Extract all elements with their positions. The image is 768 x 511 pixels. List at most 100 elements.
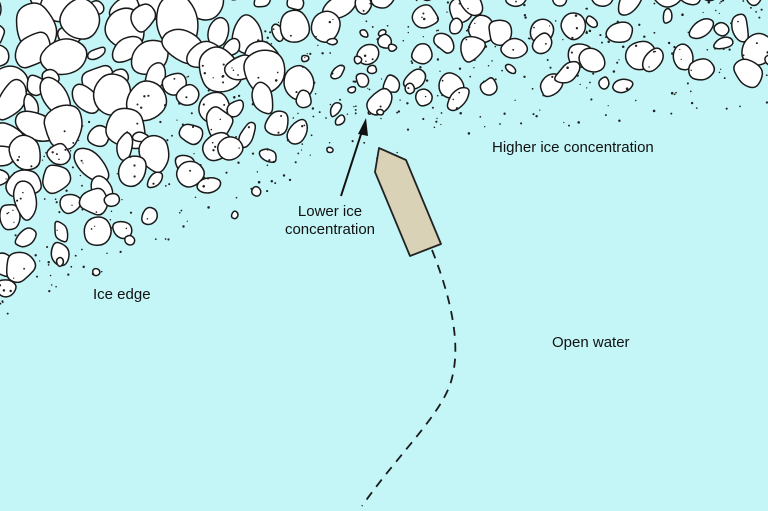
brash-dot [312,115,315,118]
brash-dot [203,176,206,179]
ice-floe [746,0,762,7]
brash-dot [187,75,190,78]
brash-dot [233,96,236,99]
brash-dot [455,107,459,110]
brash-dot [82,162,84,164]
brash-dot [484,45,488,48]
brash-dot [79,174,82,177]
brash-dot [406,102,409,105]
brash-dot [55,201,58,204]
brash-dot [474,22,476,25]
brash-dot [268,159,271,162]
brash-dot [533,26,535,29]
ice-floe [641,47,664,73]
brash-dot [546,58,549,62]
brash-dot [419,66,422,69]
ice-floe [326,146,334,154]
ice-floe [196,177,222,194]
ice-floe [446,86,470,112]
brash-dot [315,35,317,38]
brash-dot [721,0,725,2]
brash-dot [63,130,66,133]
brash-dot [634,44,638,47]
ice-floe [448,17,464,35]
brash-dot [81,184,83,187]
brash-dot [140,106,143,109]
brash-dot [422,12,425,15]
brash-dot [363,141,366,144]
brash-dot [226,108,229,111]
brash-dot [110,210,113,213]
brash-dot [686,82,689,85]
brash-dot [171,134,173,137]
brash-dot [119,250,122,254]
brash-dot [467,132,471,135]
brash-dot [585,7,588,10]
brash-dot [742,54,745,57]
brash-dot [730,22,733,25]
brash-dot [292,117,295,119]
brash-dot [422,36,424,38]
brash-dot [81,208,84,211]
lower-label-line-2: concentration [284,221,376,238]
brash-dot [435,120,438,123]
brash-dot [247,126,250,129]
open-water-label: Open water [552,334,630,351]
brash-dot [653,2,656,5]
brash-dot [5,178,7,180]
brash-dot [38,178,41,180]
brash-dot [542,94,545,97]
brash-dot [46,245,49,249]
brash-dot [719,2,721,4]
brash-dot [436,117,438,120]
brash-dot [231,67,233,69]
brash-dot [235,196,238,199]
brash-dot [238,147,240,149]
ice-floe [258,148,277,163]
brash-dot [625,87,629,90]
ice-floe [226,99,245,118]
brash-dot [371,25,374,28]
brash-dot [599,34,602,37]
brash-dot [354,108,357,111]
brash-dot [487,64,490,67]
ice-floe [605,21,634,43]
brash-dot [185,96,188,99]
brash-dot [355,105,357,108]
brash-dot [199,164,202,167]
brash-dot [714,47,717,50]
brash-dot [346,113,349,115]
ice-floe [205,106,234,140]
brash-dot [207,89,210,92]
brash-dot [399,99,401,101]
brash-dot [503,112,506,115]
brash-dot [499,123,501,125]
ice-floe [14,227,37,248]
brash-dot [605,36,607,38]
brash-dot [671,52,674,55]
brash-dot [725,107,728,110]
brash-dot [202,185,205,188]
ice-floe [8,134,41,171]
brash-dot [225,171,228,174]
ice-floe [42,164,72,195]
ice-floe [175,83,200,106]
brash-dot [7,212,10,214]
brash-dot [297,152,300,155]
brash-dot [411,61,414,65]
ice-floe [354,0,373,15]
brash-dot [9,289,12,293]
higher-ice-concentration-label: Higher ice concentration [492,139,654,156]
ice-floe [414,88,433,107]
ice-floe [375,108,385,116]
brash-dot [2,289,6,292]
brash-dot [328,142,331,144]
brash-dot [643,35,646,38]
brash-dot [402,39,405,42]
ice-floes [0,0,768,298]
ice-floe [73,147,110,183]
brash-dot [673,45,676,49]
brash-dot [749,6,752,9]
brash-dot [616,61,619,64]
